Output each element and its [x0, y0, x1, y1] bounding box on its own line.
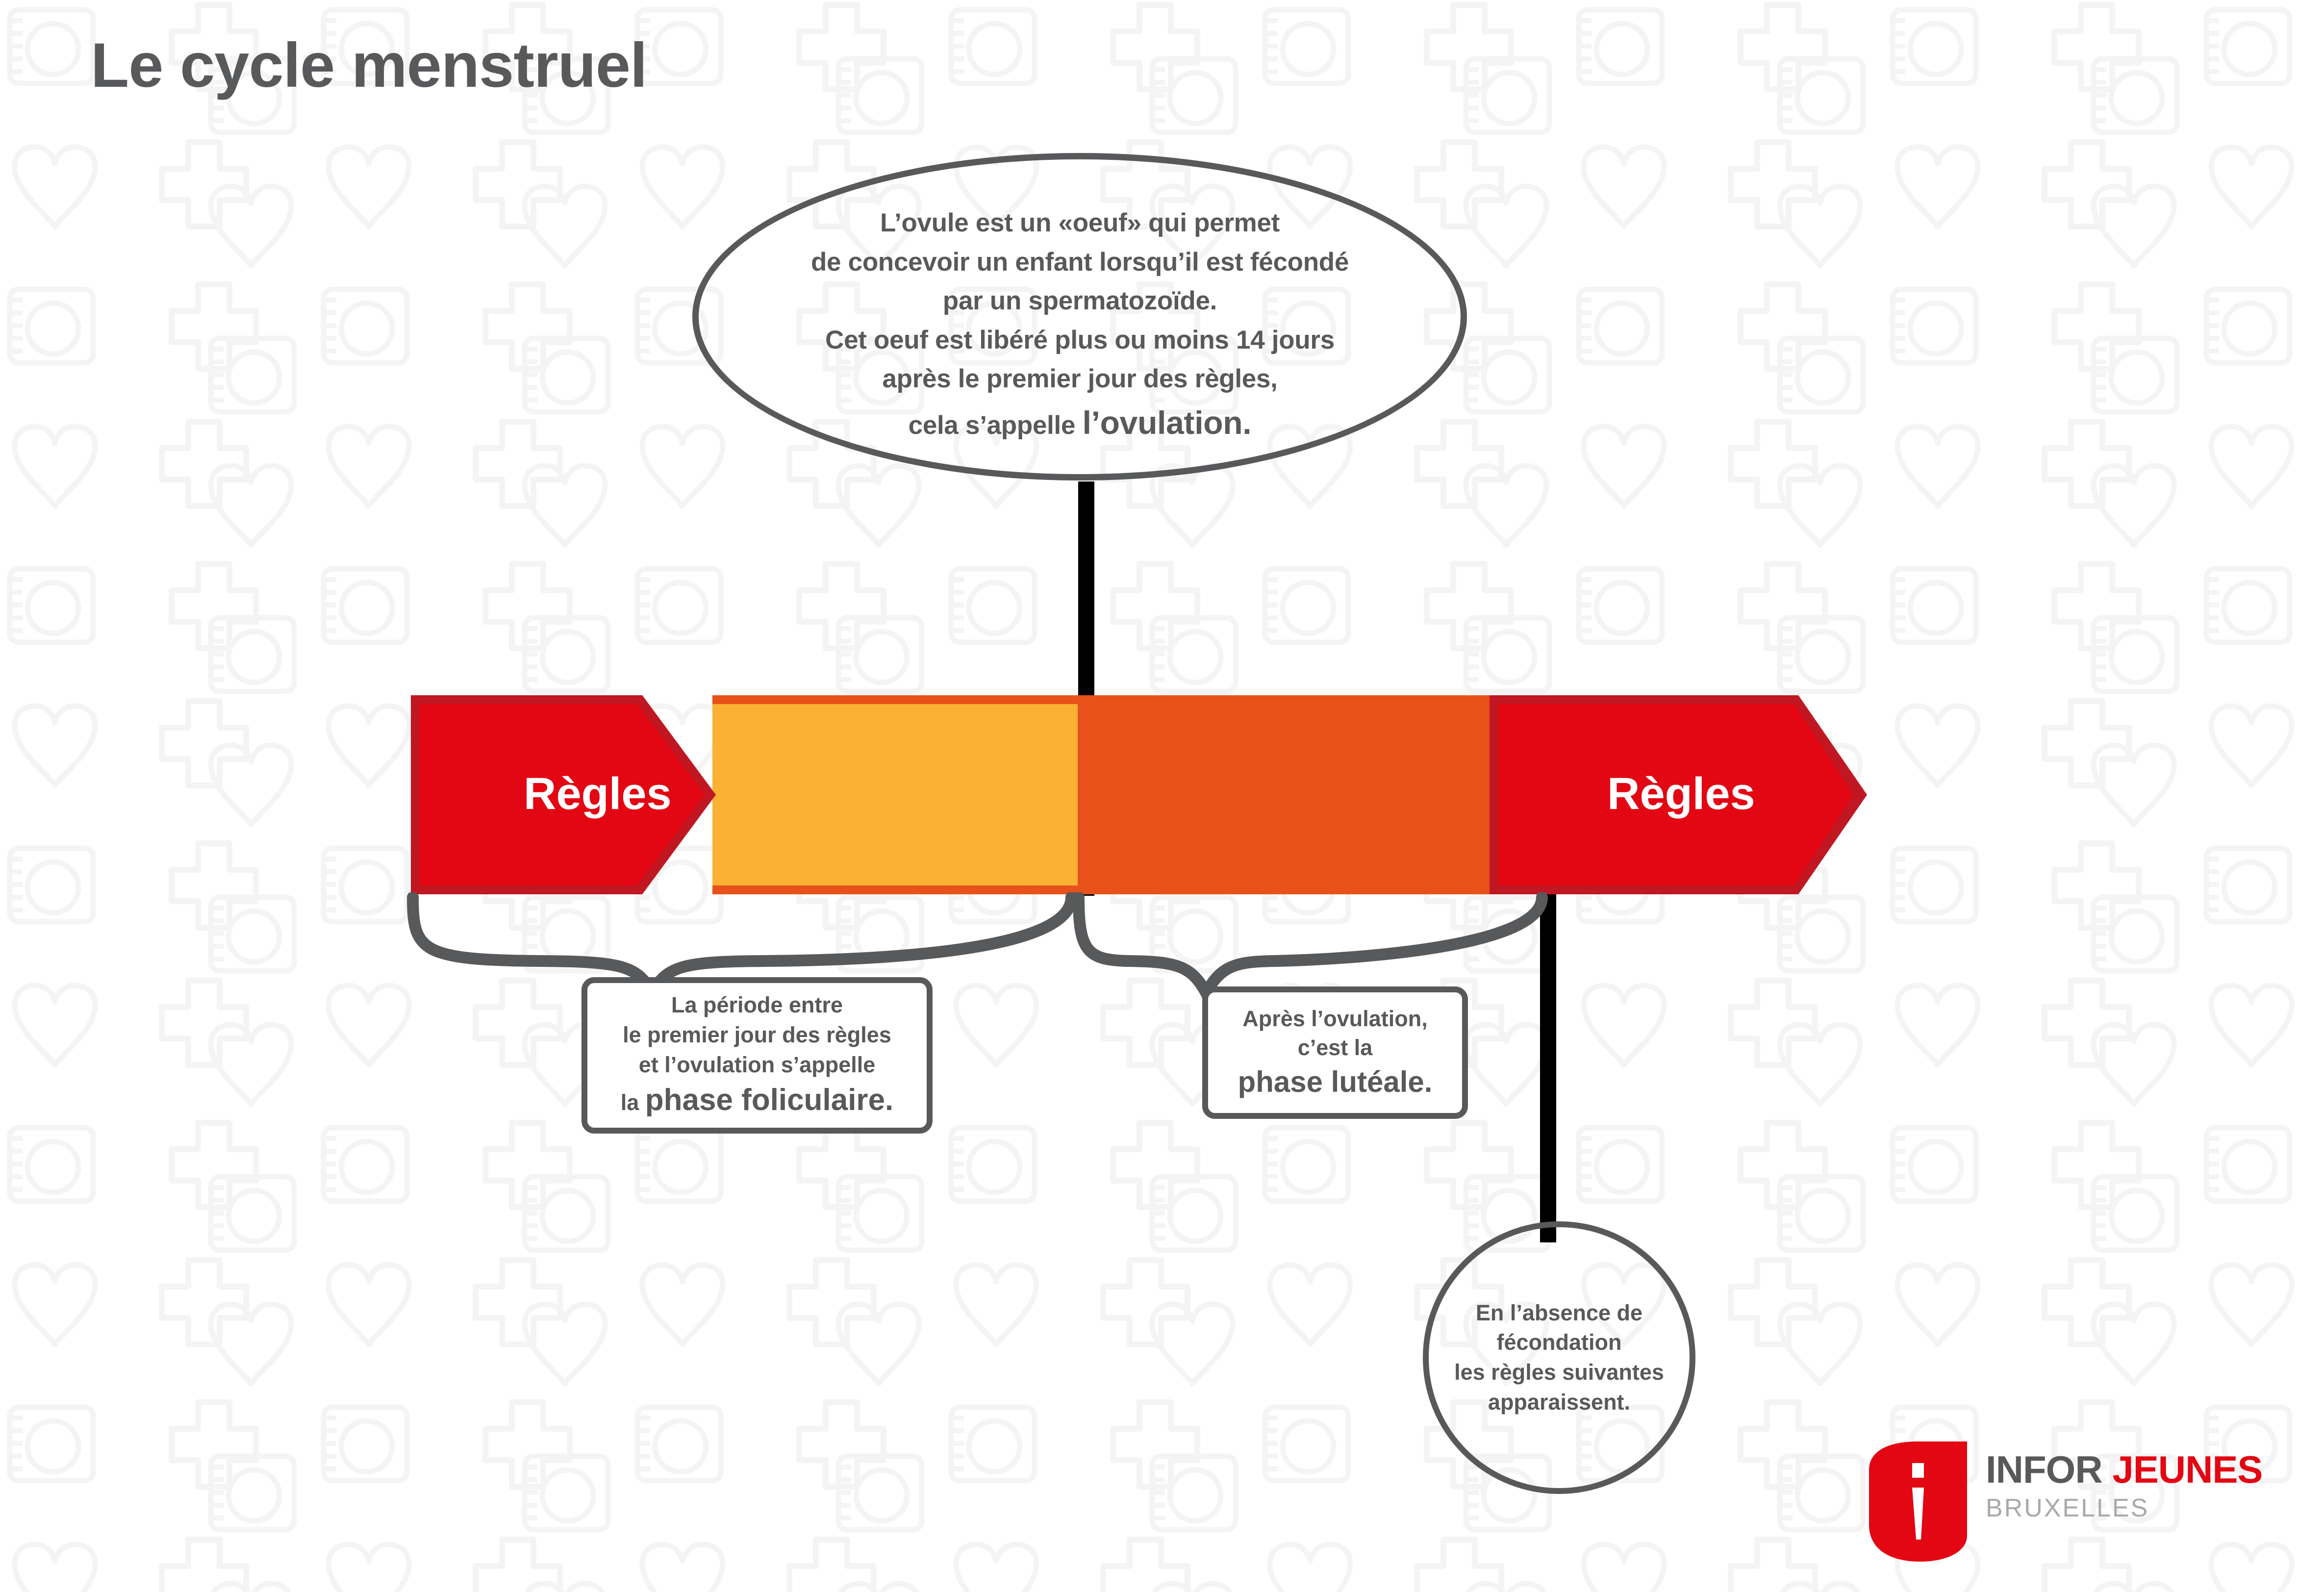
logo-word-jeunes: JEUNES: [2112, 1448, 2263, 1491]
follicular-line-1: La période entre: [671, 992, 843, 1017]
logo-word-bruxelles: BRUXELLES: [1986, 1494, 2149, 1522]
follicular-line-3: et l’ovulation s’appelle: [638, 1052, 876, 1077]
noferti-line-1: En l’absence de: [1475, 1300, 1643, 1325]
logo-word-infor: INFOR: [1986, 1448, 2103, 1491]
ovule-line-3: par un spermatozoïde.: [942, 286, 1217, 315]
callout-no-fertilisation: En l’absence de fécondation les règles s…: [1423, 1221, 1695, 1494]
luteal-line-2: c’est la: [1297, 1035, 1373, 1061]
ovule-line-5: après le premier jour des règles,: [882, 364, 1278, 393]
menstrual-cycle-bar: Règles Règles: [411, 695, 1867, 894]
brace-luteal: [1073, 892, 1548, 1005]
luteal-line-1: Après l’ovulation,: [1242, 1006, 1428, 1032]
page-title: Le cycle menstruel: [91, 30, 648, 101]
callout-luteal-phase: Après l’ovulation, c’est la phase lutéal…: [1202, 986, 1468, 1119]
callout-follicular-phase: La période entre le premier jour des règ…: [581, 977, 933, 1134]
noferti-line-2: fécondation: [1496, 1330, 1622, 1355]
bar-label-regles-start: Règles: [524, 769, 672, 819]
infor-jeunes-logo: INFOR JEUNES BRUXELLES: [1869, 1441, 2305, 1562]
ovule-line-1: L’ovule est un «oeuf» qui permet: [880, 208, 1280, 237]
ovulation-emphasis: l’ovulation.: [1082, 404, 1252, 441]
bar-label-regles-end: Règles: [1607, 769, 1755, 819]
ovule-line-6-prefix: cela s’appelle: [908, 410, 1083, 440]
follicular-line-4: la phase foliculaire.: [621, 1080, 894, 1121]
logo-wordmark: INFOR JEUNES BRUXELLES: [1986, 1450, 2309, 1521]
noferti-line-3: les règles suivantes: [1454, 1360, 1664, 1385]
ovule-line-4: Cet oeuf est libéré plus ou moins 14 jou…: [825, 325, 1335, 354]
ovule-callout-text: L’ovule est un «oeuf» qui permet de conc…: [701, 203, 1459, 447]
noferti-line-4: apparaissent.: [1488, 1389, 1631, 1415]
follicular-phase-emphasis: phase foliculaire.: [645, 1083, 894, 1117]
follicular-line-4-prefix: la: [620, 1090, 645, 1115]
logo-i-mark-icon: [1869, 1441, 1967, 1562]
luteal-phase-emphasis: phase lutéale.: [1238, 1065, 1433, 1098]
logo-line-primary: INFOR JEUNES: [1986, 1450, 2309, 1489]
follicular-line-2: le premier jour des règles: [623, 1022, 891, 1047]
ovule-line-2: de concevoir un enfant lorsqu’il est féc…: [810, 247, 1349, 277]
ovule-line-6: cela s’appelle l’ovulation.: [701, 399, 1459, 447]
